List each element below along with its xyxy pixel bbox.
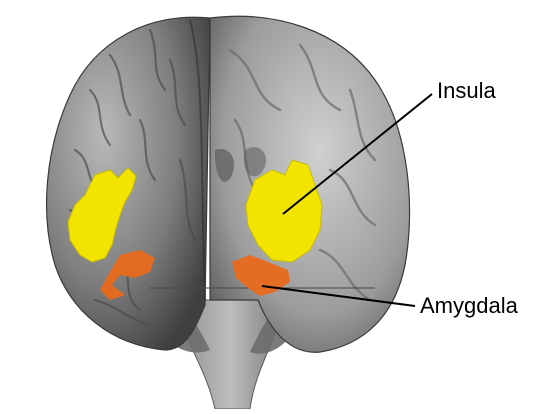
insula-label: Insula [437, 78, 496, 104]
amygdala-label: Amygdala [420, 293, 518, 319]
